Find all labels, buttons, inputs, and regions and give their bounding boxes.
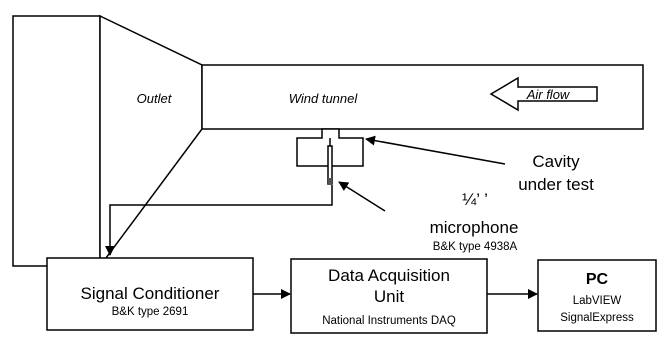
- pc-box: [537, 259, 657, 332]
- microphone-model-label: B&K type 4938A: [433, 241, 518, 253]
- daq-title-line1: Data Acquisition: [328, 266, 450, 285]
- pc-software-line1: LabVIEW: [573, 295, 622, 307]
- outlet-diffuser: [99, 14, 203, 269]
- pc-title: PC: [586, 271, 609, 288]
- pc-software-line2: SignalExpress: [560, 312, 634, 324]
- outlet-box: [12, 15, 101, 267]
- cavity-label-line1: Cavity: [532, 152, 580, 171]
- microphone-cable: [105, 185, 333, 256]
- air-flow-label: Air flow: [526, 87, 571, 102]
- microphone-size-label: ¼’ ’: [462, 190, 488, 209]
- cavity-pointer-arrow: [365, 135, 506, 165]
- daq-model: National Instruments DAQ: [322, 315, 456, 327]
- signal-conditioner-box: [46, 257, 254, 331]
- signal-conditioner-title: Signal Conditioner: [81, 284, 220, 303]
- cavity-label-line2: under test: [518, 175, 594, 194]
- daq-title-line2: Unit: [374, 287, 405, 306]
- outlet-label: Outlet: [137, 91, 173, 106]
- air-flow-arrow-icon: [489, 76, 598, 112]
- microphone-pointer-arrow: [338, 181, 386, 212]
- signal-conditioner-model: B&K type 2691: [112, 306, 189, 318]
- microphone-tip: [328, 178, 332, 185]
- daq-box: [290, 258, 488, 334]
- microphone-label: microphone: [430, 218, 519, 237]
- wind-tunnel-label: Wind tunnel: [289, 91, 359, 106]
